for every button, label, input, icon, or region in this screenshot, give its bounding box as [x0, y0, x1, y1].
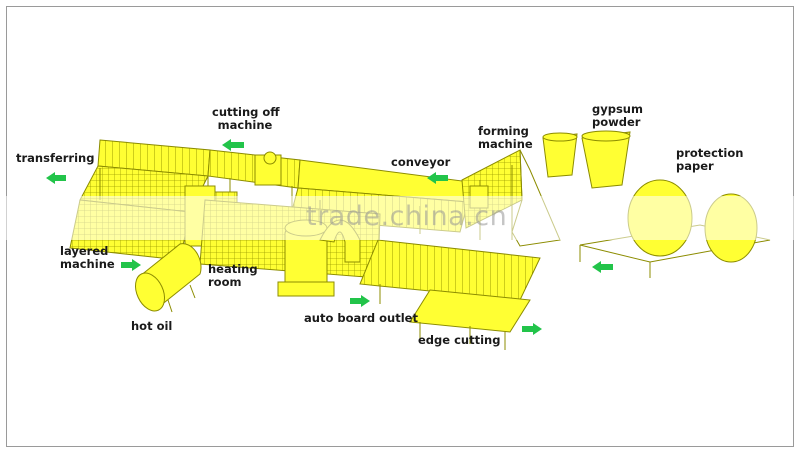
label-line: machine — [60, 258, 115, 271]
label-cutting-off-machine: cutting off machine — [212, 106, 278, 132]
label-protection-paper: protection paper — [676, 147, 743, 173]
label-auto-board-outlet: auto board outlet — [304, 312, 418, 325]
label-transferring: transferring — [16, 152, 94, 165]
label-gypsum-powder: gypsum powder — [592, 103, 643, 129]
label-line: powder — [592, 116, 643, 129]
gypsum-powder-tanks — [543, 131, 630, 188]
watermark: trade.china.cn — [306, 201, 507, 232]
label-edge-cutting: edge cutting — [418, 334, 500, 347]
label-line: machine — [212, 119, 278, 132]
label-hot-oil: hot oil — [131, 320, 172, 333]
label-line: machine — [478, 138, 533, 151]
label-conveyor: conveyor — [391, 156, 450, 169]
label-heating-room: heating room — [208, 263, 258, 289]
label-forming-machine: forming machine — [478, 125, 533, 151]
label-layered-machine: layered machine — [60, 245, 115, 271]
label-line: paper — [676, 160, 743, 173]
label-line: room — [208, 276, 258, 289]
